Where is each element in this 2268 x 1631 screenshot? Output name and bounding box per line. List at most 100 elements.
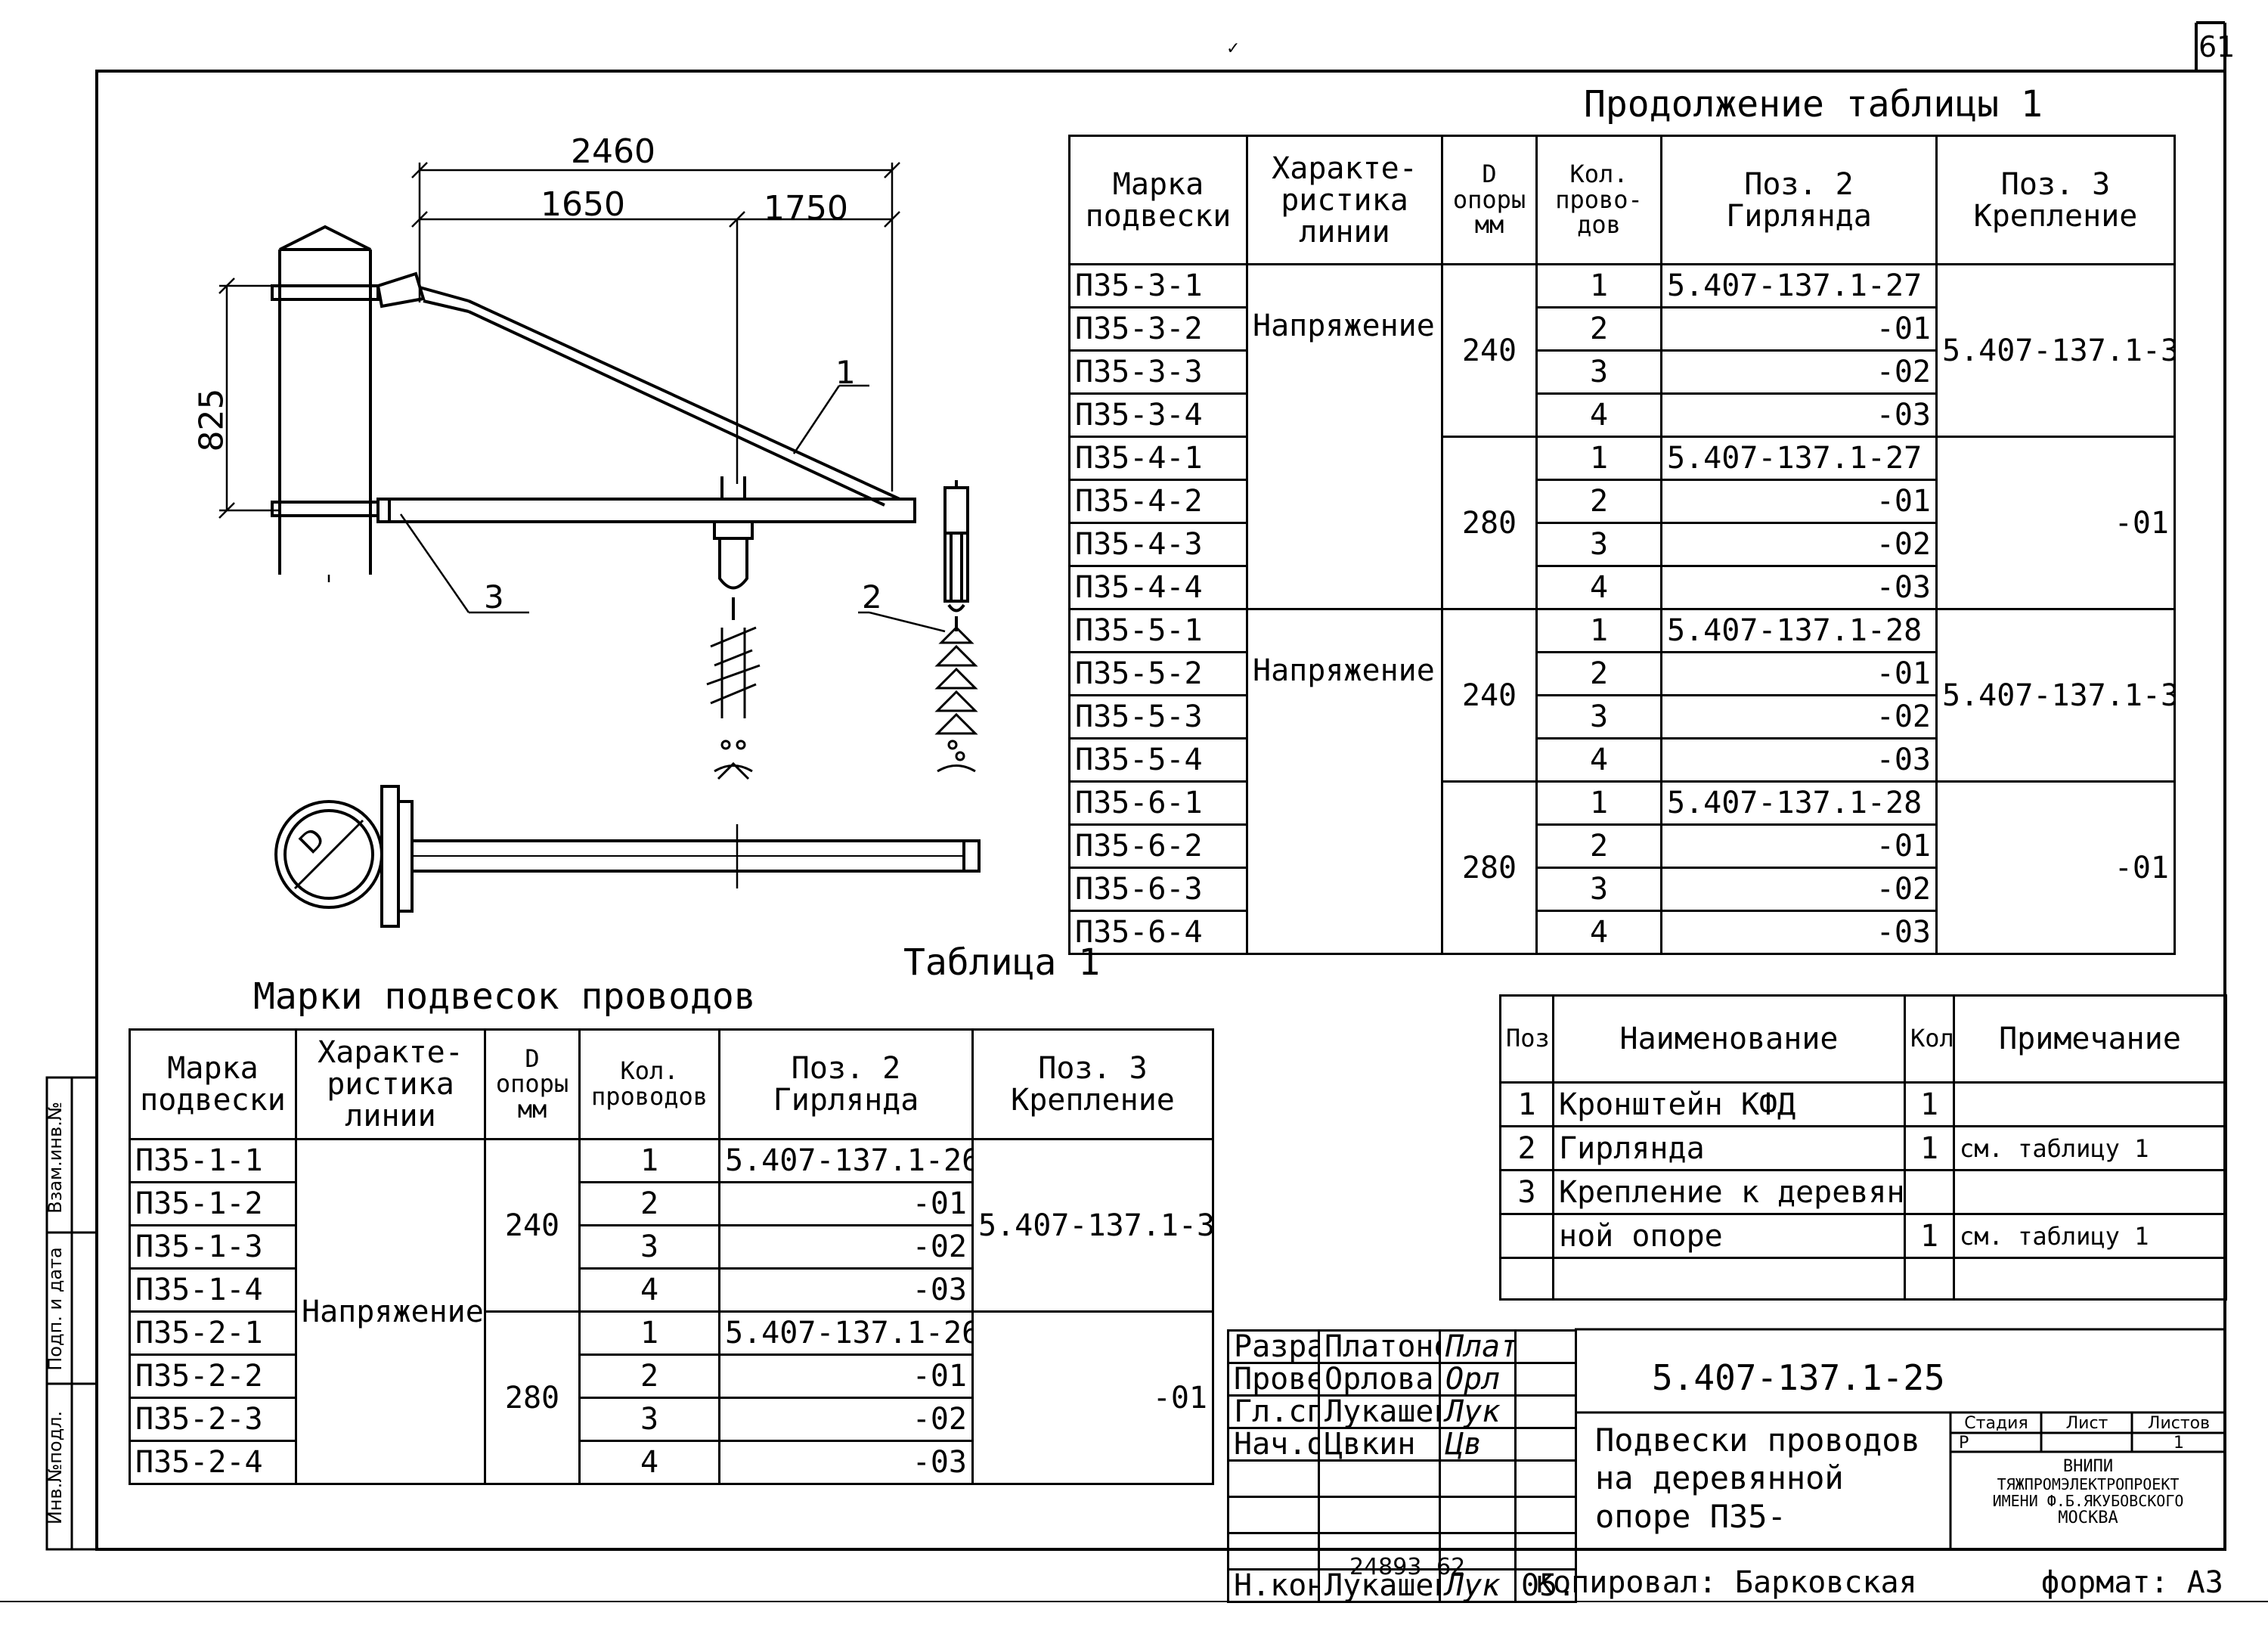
count-cell: 2: [578, 1353, 720, 1399]
count-cell: 3: [1535, 522, 1662, 567]
bracket-drawing: [218, 162, 981, 928]
spec-pos: [1499, 1213, 1554, 1259]
spec-note: [1953, 1169, 2227, 1215]
table-row-mark: П35-1-4: [129, 1267, 297, 1313]
doc-code: 5.407-137.1-25: [1652, 1357, 1945, 1398]
tb-sign: [1439, 1532, 1517, 1571]
d-cell: 280: [484, 1310, 581, 1485]
count-cell: 4: [1535, 737, 1662, 783]
dim-right: 1750: [764, 189, 848, 228]
count-cell: 4: [578, 1440, 720, 1485]
count-cell: 2: [1535, 823, 1662, 869]
garland-cell: -01: [718, 1353, 974, 1399]
hdr-mark: Марка подвески: [1068, 135, 1248, 265]
count-cell: 3: [1535, 694, 1662, 740]
hdr-char: Характе-ристика линии: [1246, 135, 1443, 265]
garland-cell: 5.407-137.1-27: [1660, 436, 1938, 481]
garland-cell: -02: [1660, 694, 1938, 740]
count-cell: 2: [1535, 306, 1662, 352]
spec-hdr-pos: Поз.: [1499, 994, 1554, 1084]
d-cell: 240: [1441, 263, 1538, 438]
tb-role: [1227, 1532, 1320, 1571]
table-row-mark: П35-4-4: [1068, 565, 1248, 610]
tb-role: [1227, 1459, 1320, 1498]
spec-hdr-name: Наименование: [1552, 994, 1906, 1084]
archive-number: 24893: [1349, 1554, 1422, 1580]
garland-cell: -03: [1660, 565, 1938, 610]
tb-date: 05.91г: [1514, 1568, 1577, 1603]
garland-cell: 5.407-137.1-28: [1660, 780, 1938, 826]
table-row-mark: П35-5-2: [1068, 651, 1248, 696]
tb-name: Лукашевич: [1318, 1568, 1441, 1603]
spec-pos: [1499, 1257, 1554, 1301]
count-cell: 1: [578, 1138, 720, 1183]
table-row-mark: П35-3-1: [1068, 263, 1248, 309]
garland-cell: 5.407-137.1-26: [718, 1138, 974, 1183]
fix-cell: -01: [971, 1310, 1214, 1485]
tb-sign: Лук: [1439, 1568, 1517, 1603]
hdr-fix: Поз. 3 Крепление: [971, 1028, 1214, 1140]
fix-cell: 5.407-137.1-35: [971, 1138, 1214, 1313]
doc-code-text: 5.407-137.1-25: [1652, 1357, 1945, 1398]
stage-value: Р: [1959, 1434, 1969, 1453]
table-row-mark: П35-4-3: [1068, 522, 1248, 567]
garland-cell: -02: [718, 1224, 974, 1270]
table-row-mark: П35-2-3: [129, 1397, 297, 1442]
org-line-2: ТЯЖПРОМЭЛЕКТРОПРОЕКТ: [1997, 1475, 2180, 1494]
tb-name: Орлова: [1318, 1362, 1441, 1397]
hdr-d: D опоры мм: [484, 1028, 581, 1140]
sheet-number: 61: [2198, 30, 2235, 64]
garland-cell: -03: [1660, 392, 1938, 438]
tb-name: Лукашевич: [1318, 1394, 1441, 1429]
garland-cell: -03: [1660, 737, 1938, 783]
tb-name: [1318, 1459, 1441, 1498]
garland-cell: -02: [1660, 522, 1938, 567]
tb-sign: Орл: [1439, 1362, 1517, 1397]
garland-cell: 5.407-137.1-28: [1660, 608, 1938, 653]
spec-pos: 3: [1499, 1169, 1554, 1215]
tb-date: [1514, 1329, 1577, 1364]
spec-note: см. таблицу 1: [1953, 1125, 2227, 1171]
spec-qty: 1: [1904, 1125, 1955, 1171]
spec-qty: 1: [1904, 1213, 1955, 1259]
org-line-1: ВНИПИ: [2062, 1457, 2114, 1476]
spec-pos: 2: [1499, 1125, 1554, 1171]
garland-cell: -01: [718, 1181, 974, 1226]
garland-cell: -03: [1660, 910, 1938, 955]
dim-left: 1650: [541, 185, 625, 224]
dim-overall: 2460: [571, 132, 655, 171]
spec-note: [1953, 1257, 2227, 1301]
tb-role: Гл.спец.: [1227, 1394, 1320, 1429]
table-1-caption: Марки подвесок проводов: [253, 975, 756, 1018]
spec-name: ной опоре: [1552, 1213, 1906, 1259]
hdr-d: D опоры мм: [1441, 135, 1538, 265]
spec-name: Крепление к деревян-: [1552, 1169, 1906, 1215]
table-row-mark: П35-1-1: [129, 1138, 297, 1183]
table-row-mark: П35-1-3: [129, 1224, 297, 1270]
tb-date: [1514, 1394, 1577, 1429]
tb-role: Провер.: [1227, 1362, 1320, 1397]
hdr-char: Характе-ристика линии: [295, 1028, 486, 1140]
table-row-mark: П35-5-1: [1068, 608, 1248, 653]
spec-qty: 1: [1904, 1081, 1955, 1127]
table-row-mark: П35-3-3: [1068, 349, 1248, 395]
count-cell: 2: [1535, 479, 1662, 524]
tb-name: Цвкин: [1318, 1427, 1441, 1462]
stage-header: Стадия: [1964, 1414, 2028, 1433]
hdr-mark: Марка подвески: [129, 1028, 297, 1140]
table-row-mark: П35-6-3: [1068, 867, 1248, 912]
table-row-mark: П35-6-4: [1068, 910, 1248, 955]
tb-sign: [1439, 1459, 1517, 1498]
callout-2: 2: [862, 578, 882, 616]
hdr-garland: Поз. 2 Гирлянда: [718, 1028, 974, 1140]
spec-qty: [1904, 1169, 1955, 1215]
archive-sub: 62: [1436, 1554, 1466, 1580]
count-cell: 2: [578, 1181, 720, 1226]
count-cell: 4: [578, 1267, 720, 1313]
tb-sign: [1439, 1496, 1517, 1534]
count-cell: 2: [1535, 651, 1662, 696]
table-cont-caption: Продолжение таблицы 1: [1584, 83, 2043, 126]
